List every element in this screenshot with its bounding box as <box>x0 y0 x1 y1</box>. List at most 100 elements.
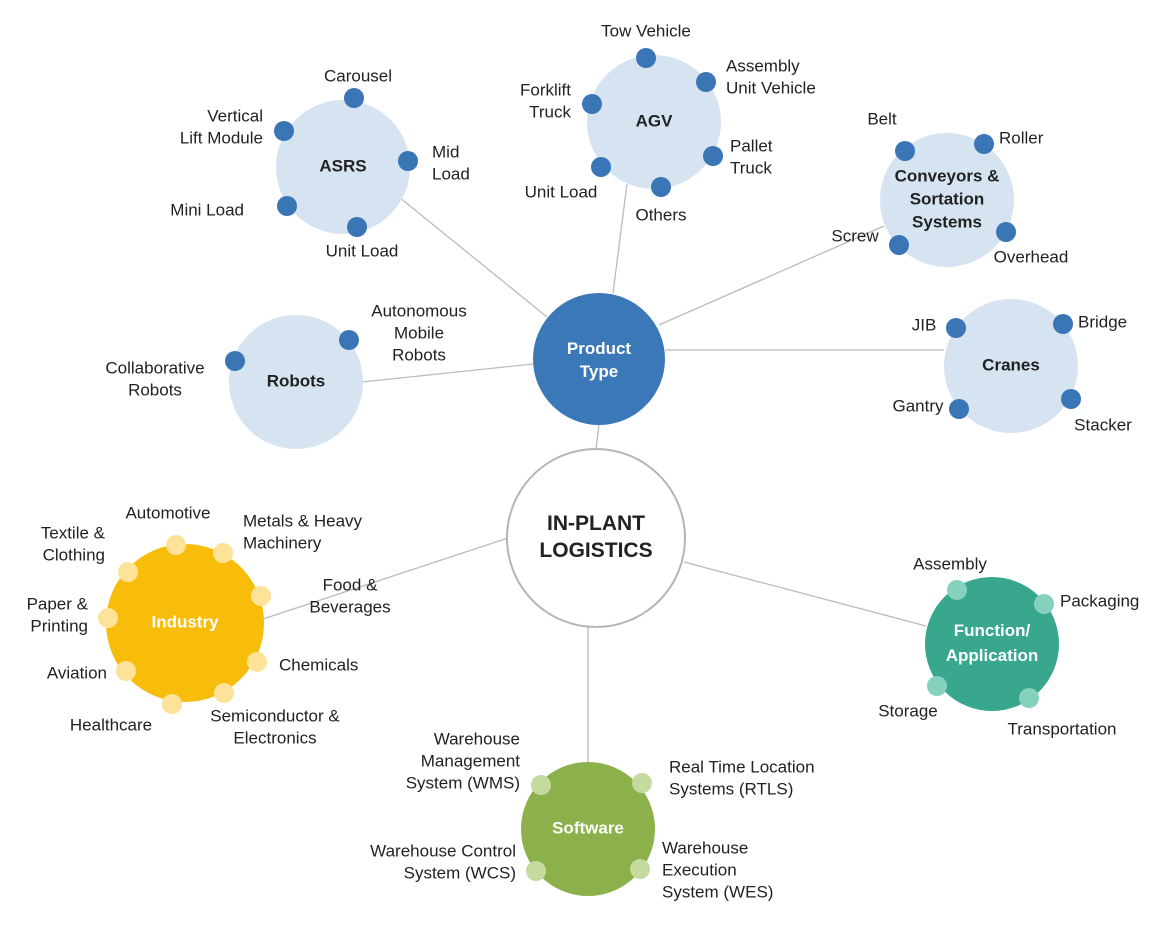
item-dot <box>889 235 909 255</box>
item-label: Packaging <box>1060 591 1139 610</box>
item-dot <box>895 141 915 161</box>
item-label: Bridge <box>1078 312 1127 331</box>
item-label: Healthcare <box>70 715 152 734</box>
item-label: Belt <box>867 109 897 128</box>
in-plant-logistics-hub <box>506 448 686 628</box>
item-dot <box>947 580 967 600</box>
product_types.robots.lines-title: Robots <box>267 371 326 390</box>
item-dot <box>225 351 245 371</box>
connector-product-conveyors <box>658 225 885 326</box>
product_types.agv.lines-title: AGV <box>636 111 674 130</box>
item-label: Semiconductor &Electronics <box>210 706 340 747</box>
connector-product-agv <box>612 183 628 294</box>
item-dot <box>582 94 602 114</box>
product_types.robots.lines-hub <box>229 315 363 449</box>
item-dot <box>339 330 359 350</box>
nodes <box>98 48 1081 896</box>
item-dot <box>927 676 947 696</box>
connector-product-robots <box>361 363 534 383</box>
connector-center-function <box>683 561 927 627</box>
item-label: Carousel <box>324 66 392 85</box>
product_types.asrs.lines-title: ASRS <box>319 156 366 175</box>
connector-center-industry <box>262 537 509 620</box>
item-dot <box>118 562 138 582</box>
item-label: Unit Load <box>326 241 399 260</box>
item-label: JIB <box>912 315 937 334</box>
connector-product-asrs <box>398 196 548 318</box>
item-dot <box>651 177 671 197</box>
item-dot <box>213 543 233 563</box>
item-label: Aviation <box>47 663 107 682</box>
item-dot <box>166 535 186 555</box>
item-dot <box>632 773 652 793</box>
item-label: Roller <box>999 128 1044 147</box>
item-dot <box>347 217 367 237</box>
product_types.cranes.lines-title: Cranes <box>982 355 1040 374</box>
item-dot <box>996 222 1016 242</box>
item-label: Transportation <box>1008 719 1117 738</box>
item-label: Food &Beverages <box>309 575 390 616</box>
item-label: Storage <box>878 701 938 720</box>
item-dot <box>636 48 656 68</box>
item-dot <box>116 661 136 681</box>
item-dot <box>1061 389 1081 409</box>
item-dot <box>526 861 546 881</box>
hubs.function.lines-hub <box>925 577 1059 711</box>
item-label: Tow Vehicle <box>601 21 691 40</box>
item-dot <box>277 196 297 216</box>
product_types.cranes.lines-hub <box>944 299 1078 433</box>
item-label: Paper &Printing <box>27 594 89 635</box>
item-dot <box>974 134 994 154</box>
hubs.software.lines-hub <box>521 762 655 896</box>
product-type-hub <box>533 293 665 425</box>
connectors <box>262 183 944 762</box>
item-dot <box>630 859 650 879</box>
item-dot <box>98 608 118 628</box>
product_types.conveyors.lines-hub <box>880 133 1014 267</box>
item-dot <box>949 399 969 419</box>
product_types.agv.lines-hub <box>587 55 721 189</box>
item-label: Chemicals <box>279 655 358 674</box>
item-label: Stacker <box>1074 415 1132 434</box>
item-label: Textile &Clothing <box>41 523 106 564</box>
item-label: Gantry <box>892 396 944 415</box>
hubs.industry.lines-hub <box>106 544 264 702</box>
item-dot <box>344 88 364 108</box>
item-dot <box>251 586 271 606</box>
item-dot <box>247 652 267 672</box>
item-dot <box>214 683 234 703</box>
item-label: Mini Load <box>170 200 244 219</box>
item-dot <box>696 72 716 92</box>
item-label: Others <box>635 205 686 224</box>
item-dot <box>398 151 418 171</box>
item-dot <box>1053 314 1073 334</box>
item-label: Unit Load <box>525 182 598 201</box>
item-dot <box>591 157 611 177</box>
item-dot <box>946 318 966 338</box>
item-label: Screw <box>831 226 879 245</box>
hubs.function.lines-title: Function/Application <box>946 621 1039 665</box>
connector-center-product-type <box>595 424 600 450</box>
hubs.software.lines-title: Software <box>552 818 624 837</box>
item-label: Assembly <box>913 554 987 573</box>
item-dot <box>162 694 182 714</box>
item-label: Overhead <box>994 247 1069 266</box>
product_types.asrs.lines-hub <box>276 100 410 234</box>
item-dot <box>1019 688 1039 708</box>
